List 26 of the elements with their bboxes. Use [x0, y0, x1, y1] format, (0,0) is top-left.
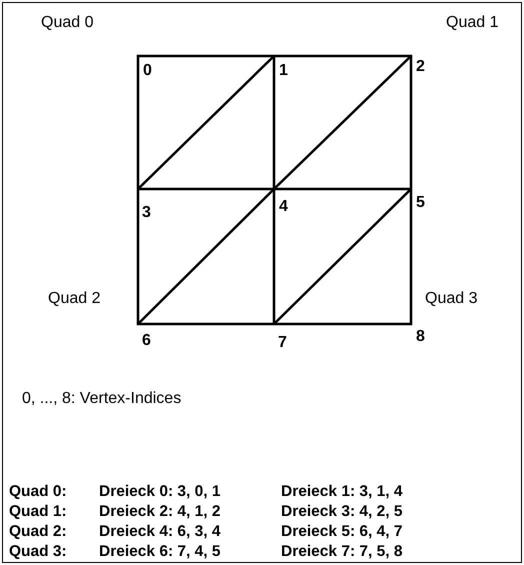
- vertex-index: 6: [142, 333, 151, 349]
- vertex-index: 5: [416, 195, 425, 211]
- vertex-index: 8: [416, 329, 425, 345]
- table-text: Dreieck 0: 3, 0, 1: [99, 484, 220, 500]
- table-text: Quad 1:: [9, 504, 67, 520]
- table-text: Dreieck 4: 6, 3, 4: [99, 524, 220, 540]
- note: 0, ..., 8: Vertex-Indices: [22, 391, 182, 407]
- quad-label: Quad 0: [41, 15, 94, 31]
- table-text: Dreieck 5: 6, 4, 7: [281, 524, 402, 540]
- vertex-index: 0: [143, 63, 152, 79]
- table-text: Dreieck 1: 3, 1, 4: [281, 484, 402, 500]
- table-text: Dreieck 7: 7, 5, 8: [281, 544, 402, 560]
- table-text: Quad 0:: [9, 484, 67, 500]
- table-text: Dreieck 3: 4, 2, 5: [281, 504, 402, 520]
- vertex-index: 3: [142, 205, 151, 221]
- quad-label: Quad 3: [425, 291, 478, 307]
- table-text: Dreieck 6: 7, 4, 5: [99, 544, 220, 560]
- quad-label: Quad 1: [446, 15, 498, 31]
- table-text: Quad 3:: [9, 544, 67, 560]
- table-text: Quad 2:: [9, 524, 67, 540]
- quad-label: Quad 2: [48, 291, 100, 307]
- vertex-index: 7: [278, 335, 287, 351]
- vertex-index: 1: [279, 63, 288, 79]
- table-text: Dreieck 2: 4, 1, 2: [99, 504, 220, 520]
- vertex-index: 4: [279, 199, 288, 215]
- vertex-index: 2: [416, 59, 425, 75]
